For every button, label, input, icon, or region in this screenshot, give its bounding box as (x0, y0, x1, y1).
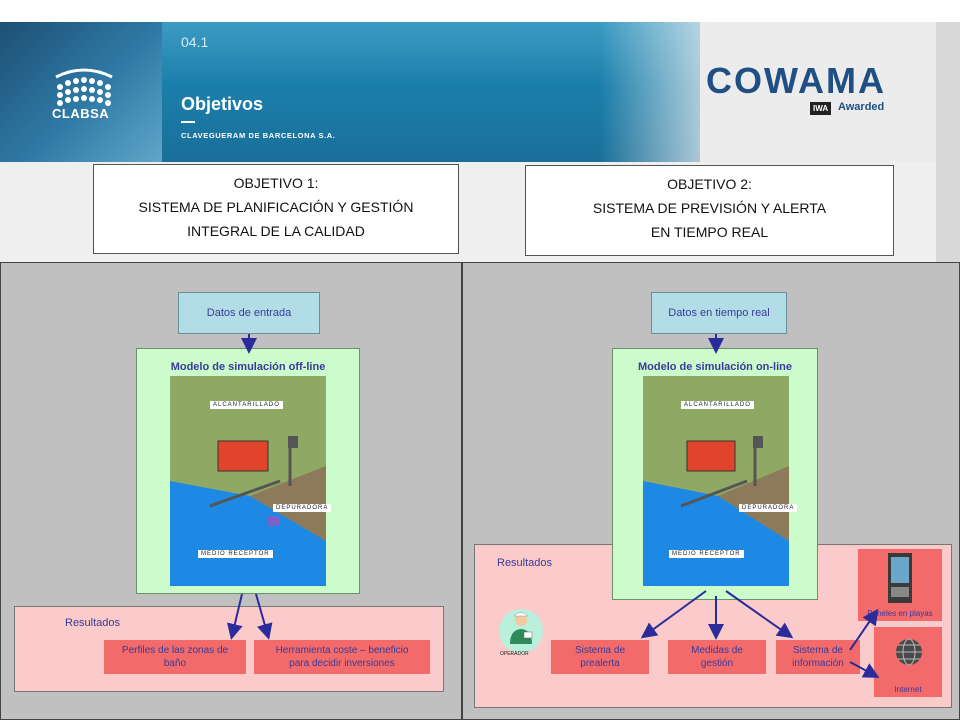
objective-1-line3: INTEGRAL DE LA CALIDAD (187, 223, 365, 239)
section-title: Objetivos (181, 94, 264, 114)
output-line: Sistema de (574, 645, 626, 656)
beach-panels-label: Paneles en playas (867, 609, 933, 618)
scheme-plant-label: DEPURADORA (273, 504, 332, 512)
objective-1-line2: SISTEMA DE PLANIFICACIÓN Y GESTIÓN (138, 199, 414, 215)
brand-panel (700, 22, 936, 162)
output-line: prealerta (580, 658, 620, 669)
output-line: Sistema de (792, 645, 843, 656)
output-line: información (792, 658, 844, 669)
realtime-data-box: Datos en tiempo real (651, 292, 787, 334)
header-logo-area (0, 22, 162, 162)
internet-label: Internet (894, 685, 922, 694)
sewer-scheme-image (643, 436, 789, 586)
online-model-title: Modelo de simulación on-line (637, 361, 792, 373)
scheme-sewer-label: ALCANTARILLADO (210, 401, 283, 409)
left-system-scheme: ALCANTARILLADO DEPURADORA MEDIO RECEPTOR (170, 376, 332, 586)
scheme-sewer-label: ALCANTARILLADO (681, 401, 754, 409)
logo-text: CLABSA (52, 106, 110, 121)
operator-label: OPERADOR (500, 651, 529, 657)
objective-1-box: OBJETIVO 1: SISTEMA DE PLANIFICACIÓN Y G… (93, 164, 459, 254)
output-line: Perfiles de las zonas de (121, 645, 229, 656)
right-results-title: Resultados (497, 557, 553, 569)
beach-panel-icon (888, 553, 912, 603)
scheme-plant-label: DEPURADORA (739, 504, 798, 512)
beach-panels-box: Paneles en playas (858, 549, 942, 621)
brand-logo: COWAMA (706, 60, 886, 101)
objective-2-heading: OBJETIVO 2: (667, 176, 752, 192)
iwa-badge: IWA (810, 102, 832, 115)
cost-benefit-tool-box: Herramienta coste – beneficio para decidi… (254, 640, 430, 674)
internet-box: Internet (874, 627, 942, 697)
output-line: baño (163, 658, 187, 669)
output-line: Medidas de (691, 645, 743, 656)
title-underline (181, 121, 195, 123)
sewer-scheme-image (170, 436, 326, 586)
awarded-text: Awarded (838, 101, 885, 113)
information-system-box: Sistema de información (776, 640, 860, 674)
clabsa-logo-icon (55, 68, 113, 106)
objective-2-line2: SISTEMA DE PREVISIÓN Y ALERTA (592, 200, 827, 216)
objective-2-line3: EN TIEMPO REAL (650, 224, 769, 240)
right-system-scheme: ALCANTARILLADO DEPURADORA MEDIO RECEPTOR (643, 376, 798, 586)
scheme-receiver-label: MEDIO RECEPTOR (669, 550, 744, 558)
output-line: Herramienta coste – beneficio (275, 645, 409, 656)
globe-icon (896, 638, 922, 666)
output-line: gestión (700, 658, 734, 669)
bathing-profiles-box: Perfiles de las zonas de baño (104, 640, 246, 674)
section-number: 04.1 (181, 34, 209, 50)
input-data-box: Datos de entrada (178, 292, 320, 334)
scheme-receiver-label: MEDIO RECEPTOR (198, 550, 273, 558)
offline-model-title: Modelo de simulación off-line (170, 361, 326, 373)
output-line: para decidir inversiones (289, 658, 395, 669)
objective-1-heading: OBJETIVO 1: (233, 175, 319, 191)
prealert-system-box: Sistema de prealerta (551, 640, 649, 674)
operator-icon (499, 609, 543, 653)
management-measures-box: Medidas de gestión (668, 640, 766, 674)
objective-2-box: OBJETIVO 2: SISTEMA DE PREVISIÓN Y ALERT… (525, 165, 894, 256)
left-results-title: Resultados (65, 617, 121, 629)
company-name: CLAVEGUERAM DE BARCELONA S.A. (181, 131, 336, 140)
right-edge-strip (936, 22, 960, 262)
